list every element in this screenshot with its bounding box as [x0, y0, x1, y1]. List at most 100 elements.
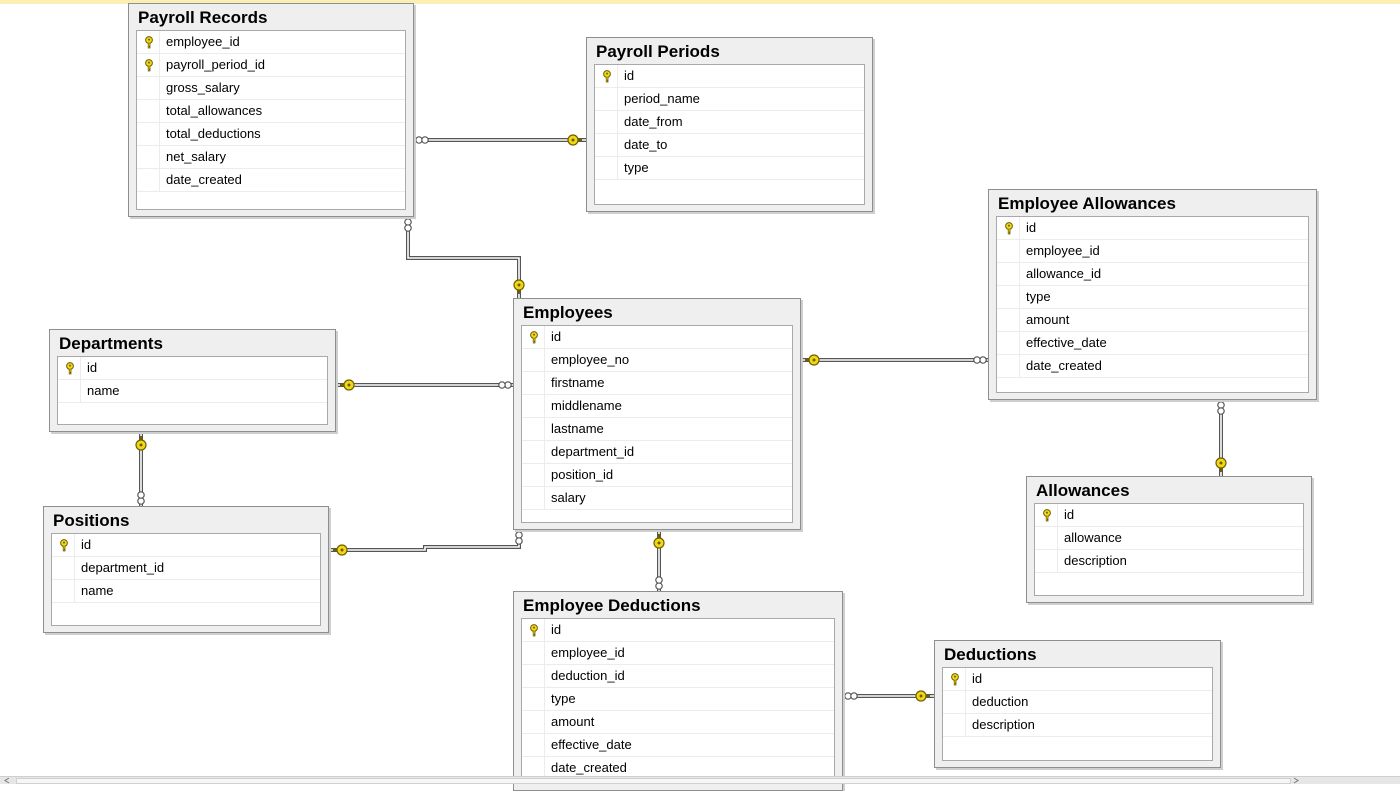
- column-row[interactable]: deduction: [943, 691, 1212, 714]
- column-row[interactable]: employee_id: [137, 31, 405, 54]
- column-row[interactable]: allowance_id: [997, 263, 1308, 286]
- column-name: id: [87, 360, 98, 375]
- row-divider: [159, 54, 160, 76]
- column-row[interactable]: department_id: [52, 557, 320, 580]
- row-divider: [159, 123, 160, 145]
- column-name: gross_salary: [166, 80, 240, 95]
- column-name: date_created: [1026, 358, 1102, 373]
- column-row[interactable]: salary: [522, 487, 792, 510]
- column-row[interactable]: net_salary: [137, 146, 405, 169]
- column-row[interactable]: id: [522, 326, 792, 349]
- column-row[interactable]: total_deductions: [137, 123, 405, 146]
- column-row[interactable]: amount: [522, 711, 834, 734]
- column-row[interactable]: id: [52, 534, 320, 557]
- column-row[interactable]: date_created: [137, 169, 405, 192]
- column-row[interactable]: id: [997, 217, 1308, 240]
- column-list: id name: [57, 356, 328, 425]
- column-row[interactable]: employee_no: [522, 349, 792, 372]
- column-row[interactable]: date_created: [997, 355, 1308, 378]
- column-name: salary: [551, 490, 586, 505]
- primary-key-icon: [140, 31, 158, 53]
- column-row[interactable]: type: [595, 157, 864, 180]
- column-name: description: [1064, 553, 1127, 568]
- row-divider: [617, 111, 618, 133]
- column-row[interactable]: description: [1035, 550, 1303, 573]
- row-divider: [74, 580, 75, 602]
- column-row[interactable]: period_name: [595, 88, 864, 111]
- column-row[interactable]: amount: [997, 309, 1308, 332]
- row-divider: [544, 711, 545, 733]
- scrollbar-thumb[interactable]: [16, 778, 1291, 784]
- column-row[interactable]: payroll_period_id: [137, 54, 405, 77]
- column-row[interactable]: total_allowances: [137, 100, 405, 123]
- primary-key-icon: [140, 54, 158, 76]
- row-divider: [544, 757, 545, 779]
- column-row[interactable]: allowance: [1035, 527, 1303, 550]
- column-row[interactable]: id: [58, 357, 327, 380]
- row-divider: [965, 691, 966, 713]
- column-row[interactable]: description: [943, 714, 1212, 737]
- column-row[interactable]: department_id: [522, 441, 792, 464]
- relationship-link: [336, 379, 513, 391]
- column-row[interactable]: employee_id: [997, 240, 1308, 263]
- column-row[interactable]: effective_date: [522, 734, 834, 757]
- column-row[interactable]: employee_id: [522, 642, 834, 665]
- row-divider: [544, 688, 545, 710]
- row-selector: [55, 580, 73, 602]
- table-title: Payroll Periods: [596, 42, 720, 61]
- column-row[interactable]: position_id: [522, 464, 792, 487]
- column-row[interactable]: gross_salary: [137, 77, 405, 100]
- row-selector: [525, 372, 543, 394]
- relationship-link: [1215, 400, 1227, 476]
- column-name: deduction_id: [551, 668, 625, 683]
- column-row[interactable]: date_from: [595, 111, 864, 134]
- column-row[interactable]: deduction_id: [522, 665, 834, 688]
- column-row[interactable]: date_to: [595, 134, 864, 157]
- column-name: employee_no: [551, 352, 630, 367]
- many-end-icon: [655, 576, 663, 584]
- column-row[interactable]: effective_date: [997, 332, 1308, 355]
- relationship-link: [404, 217, 525, 298]
- scroll-left-icon[interactable]: [3, 777, 11, 784]
- column-row[interactable]: name: [52, 580, 320, 603]
- column-row[interactable]: type: [522, 688, 834, 711]
- column-name: firstname: [551, 375, 605, 390]
- column-name: employee_id: [551, 645, 625, 660]
- row-selector: [525, 441, 543, 463]
- row-divider: [1019, 332, 1020, 354]
- row-selector: [1000, 355, 1018, 377]
- column-name: middlename: [551, 398, 622, 413]
- column-row[interactable]: type: [997, 286, 1308, 309]
- row-selector: [598, 88, 616, 110]
- column-row[interactable]: middlename: [522, 395, 792, 418]
- horizontal-scrollbar[interactable]: [0, 776, 1400, 784]
- key-hole: [517, 283, 521, 287]
- key-hole: [347, 383, 351, 387]
- column-row[interactable]: lastname: [522, 418, 792, 441]
- row-divider: [544, 441, 545, 463]
- column-row[interactable]: id: [595, 65, 864, 88]
- column-row[interactable]: id: [943, 668, 1212, 691]
- column-row[interactable]: name: [58, 380, 327, 403]
- row-divider: [159, 100, 160, 122]
- row-selector: [1000, 309, 1018, 331]
- scroll-right-icon[interactable]: [1292, 777, 1300, 784]
- column-row[interactable]: id: [1035, 504, 1303, 527]
- column-row[interactable]: firstname: [522, 372, 792, 395]
- primary-key-icon: [55, 534, 73, 556]
- column-row[interactable]: id: [522, 619, 834, 642]
- column-name: total_deductions: [166, 126, 261, 141]
- column-name: amount: [551, 714, 595, 729]
